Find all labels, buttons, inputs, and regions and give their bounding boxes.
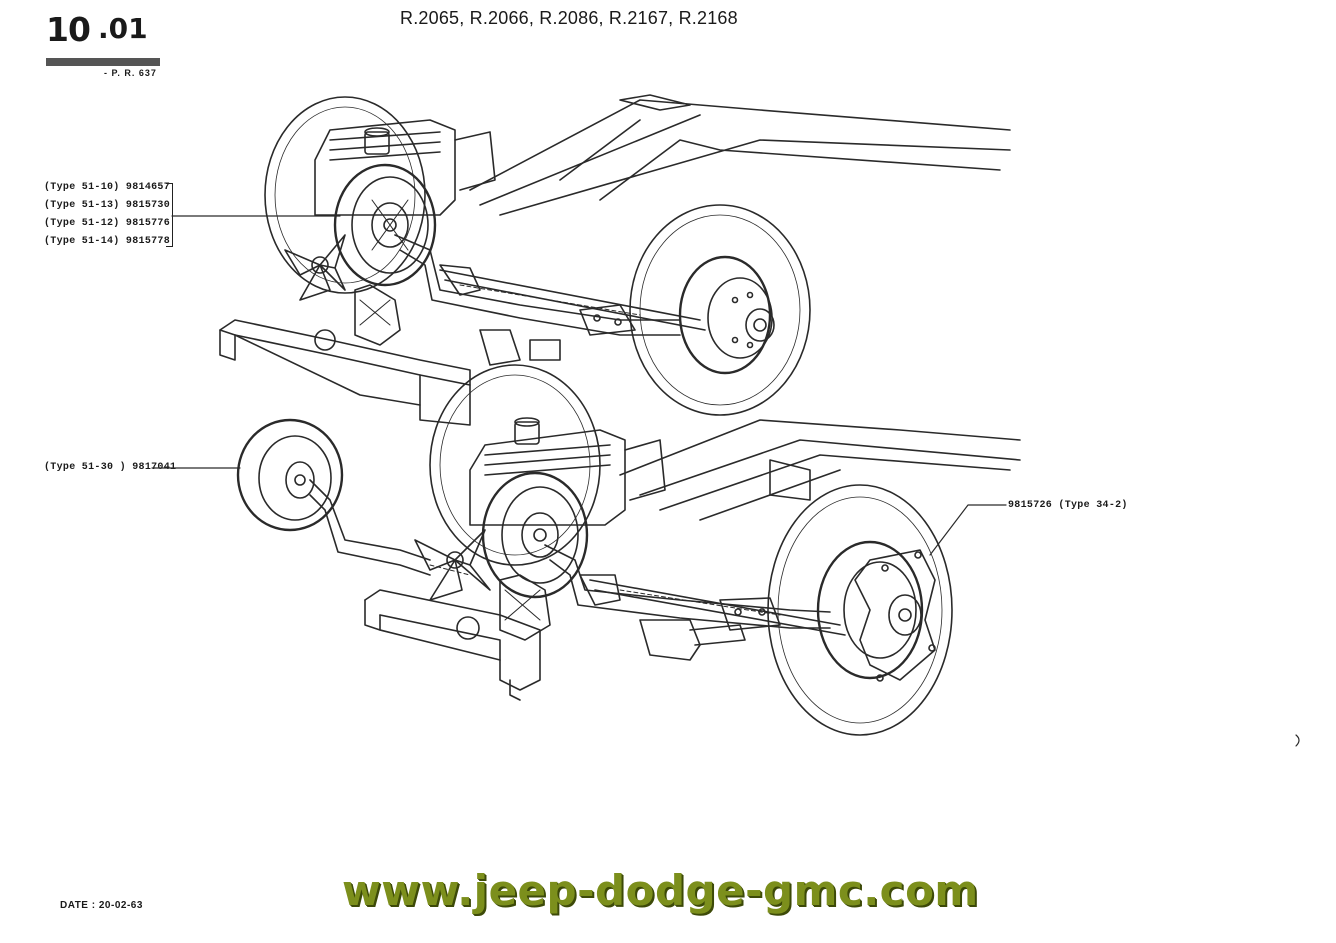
callout-bracket bbox=[166, 183, 173, 247]
website-watermark: www.jeep-dodge-gmc.com bbox=[342, 866, 979, 915]
page-reference: - P. R. 637 bbox=[104, 68, 157, 78]
callout-type-51-13: (Type 51-13) 9815730 bbox=[44, 200, 171, 211]
section-number: 10 bbox=[46, 10, 91, 49]
leader-lines bbox=[151, 215, 1007, 556]
section-bar bbox=[46, 58, 160, 66]
callout-type-34-2: 9815726 (Type 34-2) bbox=[1008, 500, 1128, 511]
callout-type-51-10: (Type 51-10) 9814657 bbox=[44, 182, 171, 193]
model-list: R.2065, R.2066, R.2086, R.2167, R.2168 bbox=[400, 8, 738, 28]
upper-assembly bbox=[219, 94, 1011, 426]
callout-type-51-12: (Type 51-12) 9815776 bbox=[44, 218, 171, 229]
section-subnumber: .01 bbox=[98, 12, 148, 45]
lower-assembly bbox=[236, 364, 1021, 736]
publication-date: DATE : 20-02-63 bbox=[60, 900, 143, 911]
callout-type-51-14: (Type 51-14) 9815778 bbox=[44, 236, 171, 247]
